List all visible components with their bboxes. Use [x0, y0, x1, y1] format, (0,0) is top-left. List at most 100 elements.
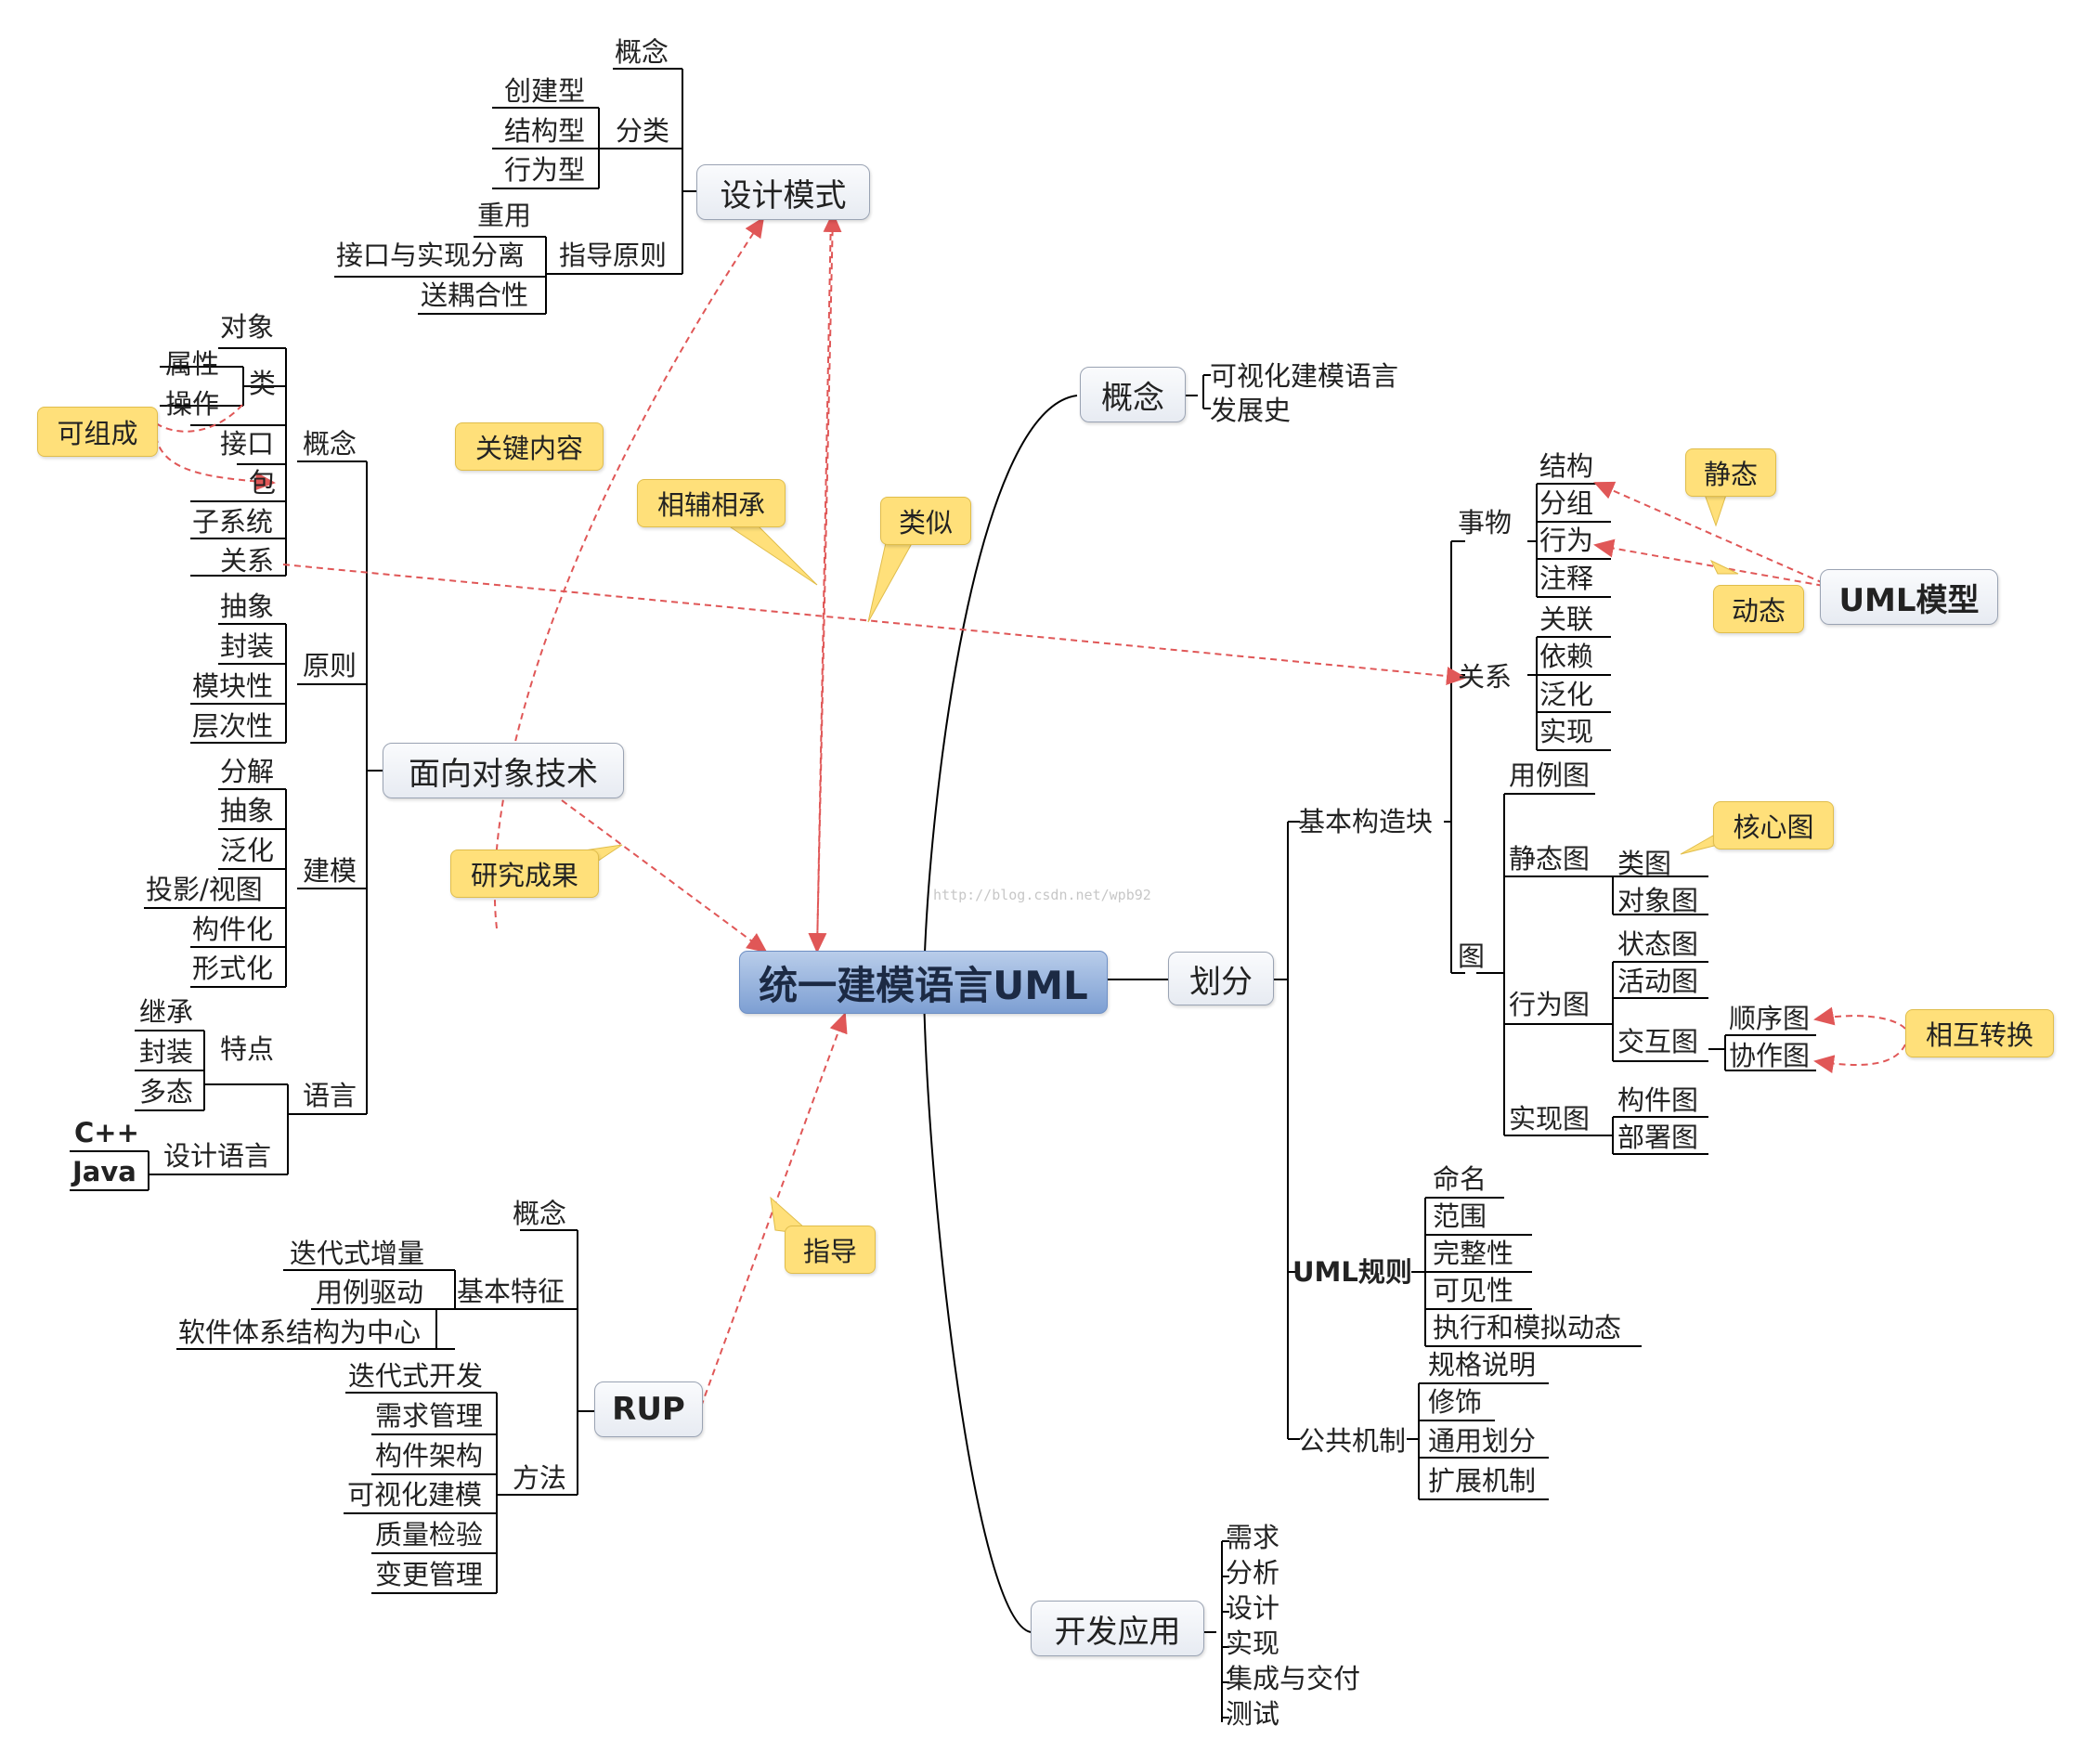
- relations-label: 关系: [1458, 661, 1513, 693]
- oo-language-label: 语言: [303, 1080, 357, 1111]
- mechanisms-label: 公共机制: [1298, 1425, 1407, 1457]
- relation-item: 关联: [1539, 603, 1594, 635]
- uml-model-topic[interactable]: UML模型: [1820, 569, 1998, 625]
- behavior-diagram-label: 行为图: [1509, 989, 1591, 1020]
- dp-concept: 概念: [615, 36, 669, 68]
- oo-modeling-item: 构件化: [192, 914, 274, 945]
- dp-principle-item: 接口与实现分离: [336, 240, 526, 271]
- concept-label: 概念: [1101, 379, 1164, 417]
- dp-classify-label: 分类: [616, 115, 670, 147]
- oo-concept-item: 包: [249, 467, 277, 499]
- watermark: http://blog.csdn.net/wpb92: [933, 887, 1151, 903]
- note-guide: 指导: [785, 1226, 876, 1274]
- dev-item: 实现: [1226, 1628, 1280, 1659]
- dp-principles-label: 指导原则: [559, 240, 668, 271]
- sequence-diagram: 顺序图: [1729, 1003, 1811, 1034]
- note-composable: 可组成: [37, 407, 158, 457]
- rup-method-item: 迭代式开发: [348, 1360, 484, 1392]
- building-blocks-label: 基本构造块: [1298, 806, 1434, 837]
- dev-item: 需求: [1226, 1522, 1280, 1553]
- concept-item: 可视化建模语言: [1210, 360, 1399, 392]
- thing-item: 行为: [1539, 525, 1594, 556]
- component-diagram: 构件图: [1617, 1084, 1699, 1116]
- link-convert-sequence: [1813, 1006, 1906, 1030]
- rup-feature-item: 用例驱动: [316, 1277, 424, 1308]
- mechanism-item: 规格说明: [1428, 1349, 1537, 1381]
- rule-item: 范围: [1433, 1200, 1487, 1232]
- dev-label: 开发应用: [1054, 1613, 1181, 1651]
- concept-item: 发展史: [1210, 395, 1292, 426]
- oo-feature-item: 多态: [139, 1076, 194, 1108]
- mechanism-item: 扩展机制: [1428, 1465, 1537, 1497]
- branch-concept: [923, 395, 1078, 980]
- things-label: 事物: [1458, 507, 1513, 538]
- oo-concept-item: 接口: [220, 428, 275, 460]
- oo-concept-item: 关系: [220, 545, 275, 577]
- class-diagram: 类图: [1617, 848, 1672, 879]
- link-rup-center: [700, 1012, 848, 1407]
- oo-feature-item: 封装: [139, 1036, 194, 1068]
- oo-features-label: 特点: [220, 1033, 275, 1065]
- oo-principle-item: 封装: [220, 630, 275, 662]
- thing-item: 注释: [1539, 563, 1594, 594]
- oo-object: 对象: [220, 311, 275, 343]
- oo-modeling-item: 分解: [220, 756, 275, 787]
- oo-design-lang-item: Java: [72, 1156, 136, 1187]
- oo-concept-item: 子系统: [192, 506, 274, 538]
- note-research: 研究成果: [450, 850, 599, 898]
- oo-modeling-item: 泛化: [220, 835, 275, 866]
- oo-principle-item: 抽象: [220, 590, 275, 622]
- rule-item: 命名: [1433, 1163, 1487, 1195]
- note-core-diagram: 核心图: [1713, 801, 1834, 850]
- oo-principle-item: 层次性: [192, 710, 274, 742]
- dp-principle-item: 送耦合性: [421, 279, 529, 311]
- dev-item: 设计: [1226, 1592, 1280, 1624]
- design-pattern-topic[interactable]: 设计模式: [696, 164, 870, 220]
- static-diagram-label: 静态图: [1509, 843, 1591, 875]
- link-oo-center: [561, 799, 768, 953]
- oo-modeling-item: 抽象: [220, 795, 275, 826]
- oo-design-lang-label: 设计语言: [163, 1140, 272, 1172]
- dp-classify-item: 行为型: [504, 154, 586, 186]
- relation-item: 依赖: [1539, 641, 1594, 672]
- division-topic[interactable]: 划分: [1168, 952, 1274, 1005]
- concept-topic[interactable]: 概念: [1080, 367, 1186, 422]
- rup-features-label: 基本特征: [457, 1276, 565, 1307]
- link-oo-designpattern: [493, 216, 765, 929]
- rule-item: 执行和模拟动态: [1433, 1312, 1622, 1343]
- thing-item: 结构: [1539, 450, 1594, 482]
- link-relation-relation: [282, 564, 1467, 686]
- dp-principle-item: 重用: [477, 200, 532, 231]
- rup-label: RUP: [612, 1391, 685, 1428]
- dev-item: 测试: [1226, 1698, 1280, 1730]
- thing-item: 分组: [1539, 487, 1594, 519]
- oo-modeling-label: 建模: [303, 855, 357, 887]
- division-label: 划分: [1189, 963, 1253, 1001]
- uml-rules-label: UML规则: [1292, 1256, 1412, 1288]
- note-complement: 相辅相承: [637, 479, 786, 527]
- rup-method-item: 需求管理: [375, 1400, 484, 1432]
- rule-item: 可见性: [1433, 1275, 1514, 1306]
- mechanism-item: 修饰: [1428, 1386, 1483, 1418]
- interaction-diagram-label: 交互图: [1617, 1026, 1699, 1057]
- central-topic[interactable]: 统一建模语言UML: [739, 951, 1108, 1014]
- impl-diagram-label: 实现图: [1509, 1103, 1591, 1135]
- dev-item: 分析: [1226, 1557, 1280, 1589]
- oo-topic[interactable]: 面向对象技术: [383, 743, 624, 798]
- rule-item: 完整性: [1433, 1238, 1514, 1269]
- dev-item: 集成与交付: [1226, 1663, 1361, 1694]
- rup-concept: 概念: [513, 1198, 567, 1229]
- dev-topic[interactable]: 开发应用: [1031, 1601, 1204, 1656]
- note-key-content: 关键内容: [455, 422, 604, 471]
- note-dynamic: 动态: [1713, 585, 1804, 633]
- oo-class-label: 类: [249, 368, 277, 399]
- oo-concept-label: 概念: [303, 428, 357, 460]
- oo-feature-item: 继承: [139, 996, 194, 1028]
- link-model-behavior: [1593, 538, 1835, 589]
- rup-topic[interactable]: RUP: [594, 1381, 703, 1437]
- oo-class-item: 属性: [165, 348, 220, 380]
- design-pattern-label: 设计模式: [720, 176, 847, 214]
- link-convert-collab: [1813, 1044, 1906, 1073]
- object-diagram: 对象图: [1617, 885, 1699, 916]
